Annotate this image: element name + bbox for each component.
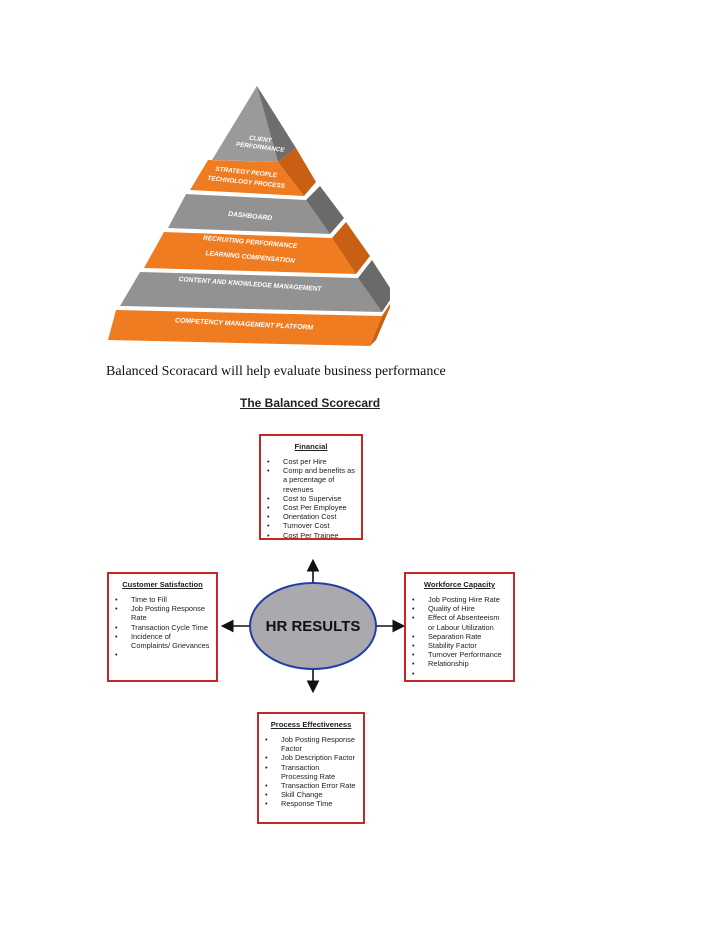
list-item: Separation Rate [406,632,507,641]
customer-satisfaction-heading: Customer Satisfaction [109,580,216,589]
list-item: Job Posting Response Factor [259,735,357,753]
process-effectiveness-heading: Process Effectiveness [259,720,363,729]
list-item: Cost to Supervise [261,494,355,503]
financial-list: Cost per HireComp and benefits as a perc… [261,457,361,540]
list-item: Quality of Hire [406,604,507,613]
list-item: Response Time [259,799,357,808]
list-item: Stability Factor [406,641,507,650]
list-item: Orientation Cost [261,512,355,521]
hr-results-label: HR RESULTS [266,618,361,635]
financial-box: Financial Cost per HireComp and benefits… [259,434,363,540]
list-item: Relationship [406,659,507,668]
process-effectiveness-list: Job Posting Response FactorJob Descripti… [259,735,363,809]
process-effectiveness-box: Process Effectiveness Job Posting Respon… [257,712,365,824]
list-item: Effect of Absenteeism or Labour Utilizat… [406,613,507,631]
list-item: Skill Change [259,790,357,799]
workforce-capacity-box: Workforce Capacity Job Posting Hire Rate… [404,572,515,682]
scorecard-title: The Balanced Scorecard [240,396,380,410]
workforce-capacity-heading: Workforce Capacity [406,580,513,589]
list-item: Time to Fill [109,595,210,604]
list-item: Transaction Error Rate [259,781,357,790]
list-item: Incidence of Complaints/ Grievances [109,632,210,650]
list-item: Job Description Factor [259,753,357,762]
pyramid-caption: Balanced Scoracard will help evaluate bu… [106,364,446,380]
workforce-capacity-list: Job Posting Hire RateQuality of HireEffe… [406,595,513,669]
customer-satisfaction-list: Time to FillJob Posting Response RateTra… [109,595,216,650]
list-item: Transaction Processing Rate [259,763,357,781]
list-item: Job Posting Response Rate [109,604,210,622]
financial-heading: Financial [261,442,361,451]
list-item: Cost per Hire [261,457,355,466]
customer-satisfaction-box: Customer Satisfaction Time to FillJob Po… [107,572,218,682]
list-item: Cost Per Trainee [261,531,355,540]
list-item: Comp and benefits as a percentage of rev… [261,466,355,494]
list-item: Cost Per Employee [261,503,355,512]
hr-results-hub: HR RESULTS [216,550,412,700]
list-item: Job Posting Hire Rate [406,595,507,604]
list-item: Turnover Cost [261,521,355,530]
list-item: Transaction Cycle Time [109,623,210,632]
list-item: Turnover Performance [406,650,507,659]
